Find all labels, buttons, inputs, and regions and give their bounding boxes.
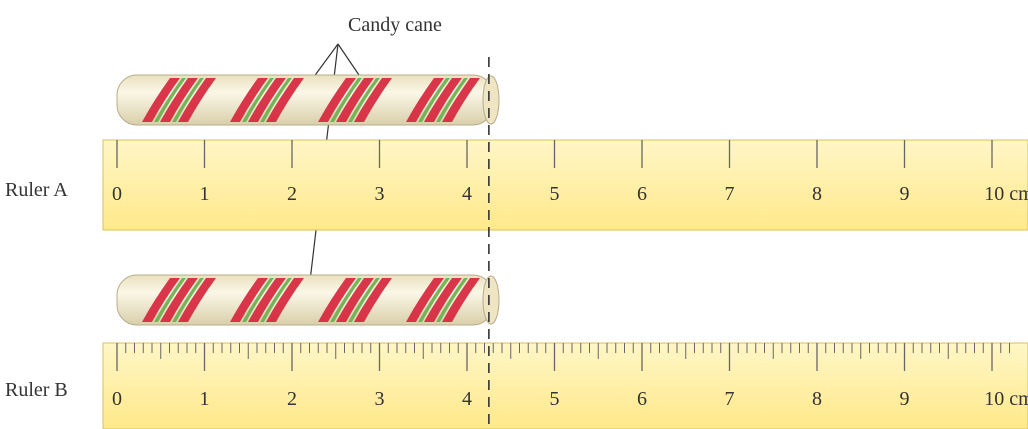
- tick-label: 1: [200, 183, 210, 205]
- stripe: [172, 78, 204, 122]
- tick-label: 2: [287, 183, 297, 205]
- ruler-b-label: Ruler B: [5, 379, 68, 401]
- stripe: [266, 278, 304, 322]
- ruler-b: 0 1 2 3 4 5 6 7 8 9 10 cm: [102, 342, 1028, 429]
- tick-label: 10 cm: [984, 388, 1028, 410]
- stripe: [260, 278, 292, 322]
- stripe: [442, 278, 480, 322]
- tick-label: 4: [462, 183, 472, 205]
- stripe: [230, 278, 268, 322]
- stripe: [230, 78, 268, 122]
- tick-label: 9: [900, 388, 910, 410]
- stripe: [160, 78, 198, 122]
- tick-label: 2: [287, 388, 297, 410]
- callout-line-upper-2: [337, 43, 362, 79]
- candy-cane-b-stripes: [142, 278, 480, 322]
- tick-label: 6: [637, 183, 647, 205]
- stripe: [142, 278, 180, 322]
- stripe-group: [406, 78, 480, 122]
- candy-cane-label: Candy cane: [348, 14, 442, 36]
- tick-label: 7: [725, 388, 735, 410]
- stripe: [436, 78, 468, 122]
- stripe: [160, 278, 198, 322]
- ruler-a-label: Ruler A: [5, 179, 68, 201]
- stripe: [154, 78, 186, 122]
- ruler-a: 0 1 2 3 4 5 6 7 8 9 10 cm: [102, 139, 1028, 231]
- stripe-group: [142, 78, 216, 122]
- stripe: [406, 78, 444, 122]
- callout-line-upper: [312, 43, 339, 79]
- ruler-a-ticks: [116, 140, 993, 168]
- stripe: [172, 278, 204, 322]
- stripe: [336, 278, 374, 322]
- tick-label: 5: [550, 388, 560, 410]
- stripe: [442, 78, 480, 122]
- tick-label: 9: [900, 183, 910, 205]
- candy-cane-b: [116, 274, 500, 326]
- stripe-group: [406, 278, 480, 322]
- stripe: [330, 78, 362, 122]
- stripe: [354, 278, 392, 322]
- stripe-group: [318, 278, 392, 322]
- stripe: [260, 78, 292, 122]
- candy-cane-a: [116, 74, 500, 126]
- ruler-b-tick-labels: 0 1 2 3 4 5 6 7 8 9 10 cm: [112, 388, 1028, 410]
- tick-label: 8: [812, 183, 822, 205]
- stripe: [178, 78, 216, 122]
- tick-label: 5: [550, 183, 560, 205]
- stripe-group: [318, 78, 392, 122]
- stripe: [242, 78, 274, 122]
- tick-label: 0: [112, 388, 122, 410]
- tick-label: 7: [725, 183, 735, 205]
- stripe-group: [142, 278, 216, 322]
- stripe: [418, 78, 450, 122]
- stripe-group: [230, 278, 304, 322]
- stripe: [248, 78, 286, 122]
- stripe: [348, 78, 380, 122]
- tick-label: 1: [200, 388, 210, 410]
- stripe: [348, 278, 380, 322]
- stripe: [142, 78, 180, 122]
- stripe: [424, 78, 462, 122]
- tick-label: 10 cm: [984, 183, 1028, 205]
- stripe: [354, 78, 392, 122]
- candy-cane-a-stripes: [142, 78, 480, 122]
- stripe: [318, 78, 356, 122]
- tick-label: 6: [637, 388, 647, 410]
- tick-label: 3: [375, 388, 385, 410]
- ruler-b-ticks: [116, 343, 1010, 371]
- tick-label: 0: [112, 183, 122, 205]
- stripe: [266, 78, 304, 122]
- stripe: [436, 278, 468, 322]
- stripe: [424, 278, 462, 322]
- stripe: [406, 278, 444, 322]
- stripe: [242, 278, 274, 322]
- tick-label: 3: [375, 183, 385, 205]
- stripe: [154, 278, 186, 322]
- tick-label: 4: [462, 388, 472, 410]
- stripe: [330, 278, 362, 322]
- stripe-group: [230, 78, 304, 122]
- ruler-a-tick-labels: 0 1 2 3 4 5 6 7 8 9 10 cm: [112, 183, 1028, 205]
- stripe: [336, 78, 374, 122]
- stripe: [418, 278, 450, 322]
- tick-label: 8: [812, 388, 822, 410]
- stripe: [318, 278, 356, 322]
- stripe: [178, 278, 216, 322]
- stripe: [248, 278, 286, 322]
